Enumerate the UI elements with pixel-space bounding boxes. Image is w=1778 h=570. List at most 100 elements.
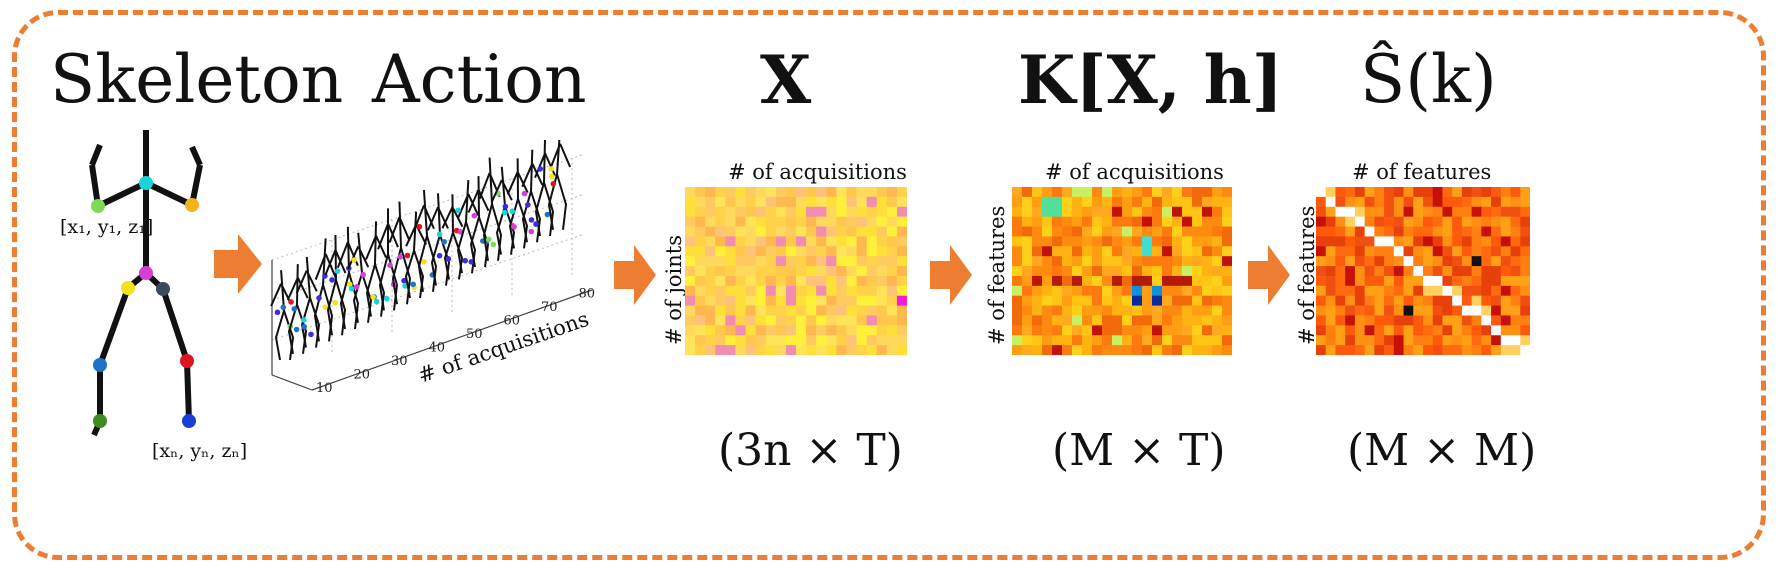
heatmap-cell <box>1393 305 1405 317</box>
heatmap-cell <box>836 206 848 218</box>
heatmap-cell <box>816 315 827 326</box>
heatmap-cell <box>1072 266 1083 277</box>
heatmap-cell <box>796 295 807 307</box>
heatmap-cell <box>1212 285 1223 297</box>
heatmap-cell <box>1162 345 1173 355</box>
heatmap-cell <box>1432 345 1444 355</box>
heatmap-cell <box>1032 256 1043 267</box>
heatmap-cell <box>1500 345 1512 355</box>
heatmap-cell <box>1432 206 1444 218</box>
heatmap-cell <box>1092 187 1103 198</box>
heatmap-cell <box>1222 187 1232 198</box>
heatmap-cell <box>1172 187 1183 198</box>
heatmap-cell <box>1212 315 1223 326</box>
heatmap-cell <box>1012 275 1023 287</box>
heatmap-cell <box>1082 275 1093 287</box>
heatmap-cell <box>745 266 757 277</box>
heatmap-cell <box>1393 315 1405 326</box>
heatmap-cell <box>765 236 777 247</box>
heatmap-cell <box>1432 325 1444 336</box>
joint-right-knee <box>180 354 194 368</box>
heatmap-cell <box>816 236 827 247</box>
heatmap-cell <box>1500 246 1512 257</box>
action-joint-dot <box>274 309 281 316</box>
heatmap-cell <box>876 256 888 267</box>
heatmap-cell <box>1461 196 1473 208</box>
heatmap-cell <box>836 345 848 355</box>
heatmap-cell <box>1452 256 1463 267</box>
heatmap-cell <box>1152 236 1163 247</box>
heatmap-cell <box>1345 325 1356 336</box>
heatmap-cell <box>775 285 787 297</box>
heatmap-cell <box>745 335 757 346</box>
heatmap-cell <box>1122 187 1133 198</box>
heatmap-cell <box>886 275 898 287</box>
heatmap-cell <box>1192 206 1203 218</box>
heatmap-cell <box>1364 335 1375 346</box>
heatmap-cell <box>1142 256 1153 267</box>
heatmap-cell <box>1192 236 1203 247</box>
heatmap-cell <box>1384 275 1395 287</box>
heatmap-cell <box>1152 345 1163 355</box>
heatmap-cell <box>1032 335 1043 346</box>
heatmap-cell <box>836 187 848 198</box>
heatmap-cell <box>695 275 706 287</box>
heatmap-cell <box>896 216 907 228</box>
heatmap-cell <box>856 335 868 346</box>
heatmap-cell <box>765 256 777 267</box>
heatmap-cell <box>806 206 817 218</box>
heatmap-cell <box>785 275 797 287</box>
heatmap-cell <box>725 266 737 277</box>
heatmap-cell <box>1022 325 1033 336</box>
heatmap-cell <box>1491 285 1502 297</box>
heatmap-cell <box>1452 325 1463 336</box>
heatmap-cell <box>816 275 827 287</box>
heatmap-cell <box>1423 216 1434 228</box>
heatmap-cell <box>1022 266 1033 277</box>
heatmap-cell <box>1022 226 1033 238</box>
heatmap-cell <box>1102 206 1113 218</box>
heatmap-cell <box>715 325 726 336</box>
heatmap-cell <box>1374 335 1385 346</box>
heatmap-cell <box>1062 266 1073 277</box>
heatmap-cell <box>1452 266 1463 277</box>
action-stick-figure <box>490 166 516 255</box>
heatmap-cell <box>1403 275 1414 287</box>
heatmap-cell <box>1442 196 1453 208</box>
heatmap-cell <box>745 196 757 208</box>
heatmap-cell <box>1122 295 1133 307</box>
heatmap-cell <box>785 216 797 228</box>
heatmap-cell <box>755 285 767 297</box>
heatmap-cell <box>1062 315 1073 326</box>
heatmap-cell <box>1500 196 1512 208</box>
heatmap-cell <box>1442 256 1453 267</box>
heatmap-cell <box>1316 315 1327 326</box>
action-joint-dot <box>401 277 407 284</box>
heatmap-cell <box>745 315 757 326</box>
heatmap-cell <box>1012 256 1023 267</box>
heatmap-cell <box>1152 256 1163 267</box>
heatmap-cell <box>695 315 706 326</box>
action-joint-dot <box>550 181 557 187</box>
heatmap-cell <box>1012 345 1023 355</box>
heatmap-cell <box>886 216 898 228</box>
title-k: K[X, h] <box>1018 41 1283 119</box>
heatmap-cell <box>846 246 858 257</box>
heatmap-cell <box>1384 325 1395 336</box>
heatmap-cell <box>866 206 878 218</box>
heatmap-cell <box>695 246 706 257</box>
heatmap-cell <box>1162 236 1173 247</box>
heatmap-cell <box>1461 315 1473 326</box>
heatmap-cell <box>1162 246 1173 257</box>
heatmap-cell <box>1052 187 1063 198</box>
heatmap-cell <box>1172 226 1183 238</box>
action-tick-label: 20 <box>354 368 371 383</box>
heatmap-cell <box>765 246 777 257</box>
heatmap-cell <box>1442 275 1453 287</box>
heatmap-cell <box>1510 315 1521 326</box>
heatmap-cell <box>735 226 747 238</box>
heatmap-cell <box>1481 187 1492 198</box>
heatmap-cell <box>1092 266 1103 277</box>
heatmap-cell <box>1132 315 1143 326</box>
